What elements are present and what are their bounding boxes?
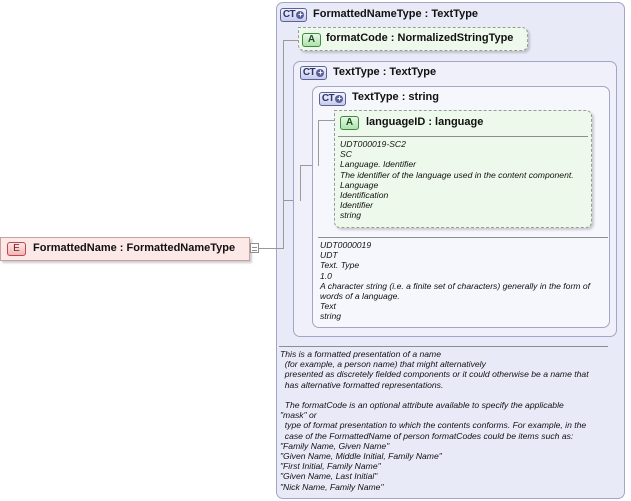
- doc-line: [280, 390, 589, 400]
- expand-icon[interactable]: +: [335, 94, 344, 103]
- divider: [338, 136, 588, 137]
- complex-type-badge: CT+: [280, 8, 307, 22]
- doc-line: Text: [320, 301, 336, 312]
- attribute-language-id-label: languageID : language: [366, 116, 484, 128]
- doc-line: "Family Name, Given Name": [280, 440, 390, 451]
- attribute-format-code[interactable]: [298, 27, 528, 51]
- divider: [318, 237, 608, 238]
- doc-line: case of the FormattedName of person form…: [280, 430, 574, 441]
- doc-line: Text. Type: [320, 260, 360, 271]
- connector-line: [283, 40, 298, 41]
- doc-line: The identifier of the language used in t…: [340, 169, 574, 180]
- connector-line: [318, 120, 334, 121]
- complex-type-text-title: TextType : TextType: [333, 66, 437, 78]
- connector-line: [283, 40, 284, 249]
- doc-line: The formatCode is an optional attribute …: [280, 400, 564, 411]
- element-badge: E: [7, 242, 26, 256]
- attribute-language-id[interactable]: [334, 110, 592, 228]
- complex-type-badge: CT+: [300, 66, 327, 80]
- doc-line: Identification: [340, 190, 389, 201]
- attribute-badge: A: [340, 116, 359, 130]
- doc-line: UDT: [320, 250, 338, 261]
- complex-type-badge: CT+: [319, 92, 346, 106]
- doc-line: SC: [340, 149, 352, 160]
- doc-line: type of format presentation to which the…: [280, 420, 587, 431]
- expand-icon[interactable]: +: [316, 68, 325, 77]
- doc-line: words of a language.: [320, 291, 400, 302]
- sequence-connector-icon[interactable]: [250, 243, 259, 253]
- complex-type-title: FormattedNameType : TextType: [313, 8, 479, 20]
- doc-line: "Given Name, Last Initial": [280, 471, 378, 482]
- expand-icon[interactable]: +: [296, 10, 305, 19]
- doc-line: This is a formatted presentation of a na…: [280, 349, 441, 359]
- connector-line: [259, 248, 284, 249]
- element-formatted-name-label: FormattedName : FormattedNameType: [33, 242, 236, 254]
- doc-line: Language: [340, 179, 379, 190]
- connector-line: [300, 165, 301, 201]
- connector-line: [318, 120, 319, 166]
- connector-line: [283, 200, 293, 201]
- doc-line: presented as discretely fielded componen…: [280, 369, 589, 380]
- doc-line: has alternative formatted representation…: [280, 379, 444, 390]
- attribute-badge: A: [302, 33, 321, 47]
- attribute-format-code-label: formatCode : NormalizedStringType: [326, 32, 514, 44]
- doc-line: A character string (i.e. a finite set of…: [320, 280, 591, 291]
- doc-line: (for example, a person name) that might …: [280, 359, 486, 370]
- doc-line: Language. Identifier: [340, 159, 416, 170]
- divider: [279, 346, 608, 347]
- doc-line: "First Initial, Family Name": [280, 461, 381, 472]
- doc-line: 1.0: [320, 270, 332, 281]
- doc-line: Identifier: [340, 200, 373, 211]
- connector-line: [300, 165, 312, 166]
- doc-line: "Given Name, Middle Initial, Family Name…: [280, 451, 442, 462]
- element-formatted-name[interactable]: [0, 237, 250, 261]
- doc-line: string: [340, 210, 362, 221]
- doc-line: "Nick Name, Family Name": [280, 481, 384, 492]
- doc-line: UDT0000019: [320, 240, 372, 250]
- doc-line: UDT000019-SC2: [340, 139, 406, 149]
- formatted-name-documentation: This is a formatted presentation of a na…: [280, 349, 589, 492]
- doc-line: string: [320, 311, 342, 322]
- complex-type-string-title: TextType : string: [352, 91, 439, 103]
- doc-line: "mask" or: [280, 410, 317, 421]
